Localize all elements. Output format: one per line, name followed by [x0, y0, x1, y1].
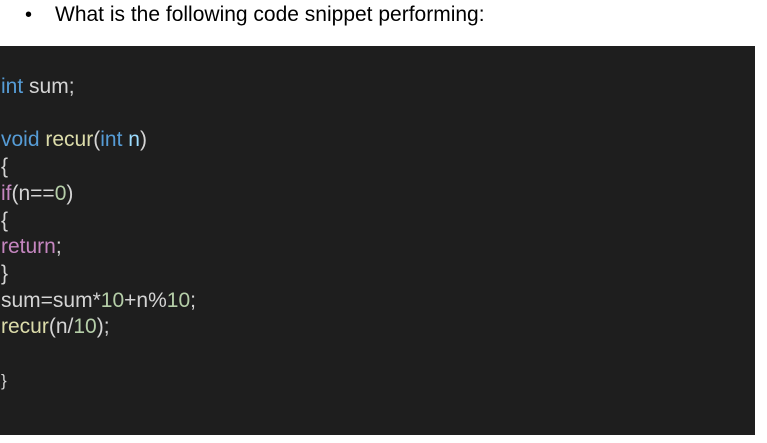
code-token: sum=sum* — [1, 288, 101, 312]
question-text: What is the following code snippet perfo… — [55, 3, 485, 26]
code-line: } — [1, 261, 8, 287]
code-token: 0 — [54, 181, 67, 205]
code-token: recur — [45, 128, 94, 152]
code-token: void — [1, 128, 40, 152]
code-token: ; — [55, 235, 62, 259]
code-token: } — [1, 261, 9, 285]
code-token: ) — [139, 128, 147, 152]
code-token: +n% — [124, 288, 167, 312]
code-token: int — [100, 128, 123, 152]
code-line: void recur(int n) — [1, 127, 147, 153]
code-token: ( — [93, 128, 101, 152]
bullet-icon: • — [25, 4, 33, 26]
code-token: int — [1, 75, 24, 98]
code-line: } — [1, 368, 7, 394]
code-token: (n/ — [48, 315, 74, 339]
code-token: return — [1, 235, 56, 259]
code-token: n — [128, 128, 140, 152]
code-line: if(n==0) — [1, 181, 73, 207]
code-line: return; — [1, 234, 62, 260]
code-block: int sum;void recur(int n){if(n==0){retur… — [0, 46, 755, 435]
code-token: ); — [96, 315, 110, 339]
code-token: if — [1, 181, 12, 205]
code-token: 10 — [73, 315, 97, 339]
code-token: 10 — [166, 288, 191, 312]
code-line: sum=sum*10+n%10; — [1, 288, 196, 314]
code-token: { — [1, 155, 9, 179]
code-token: } — [1, 370, 7, 390]
code-token: { — [1, 208, 9, 232]
code-token: recur — [1, 315, 49, 339]
code-line: { — [1, 208, 8, 234]
question-paragraph: • What is the following code snippet per… — [0, 0, 767, 46]
code-token: ) — [66, 181, 74, 205]
code-line: { — [1, 154, 8, 180]
code-token: sum; — [23, 75, 75, 98]
code-token: 10 — [100, 288, 125, 312]
code-token: (n== — [11, 181, 55, 205]
code-token: ; — [190, 288, 196, 312]
code-line: recur(n/10); — [1, 314, 110, 340]
code-line: int sum; — [1, 74, 75, 100]
